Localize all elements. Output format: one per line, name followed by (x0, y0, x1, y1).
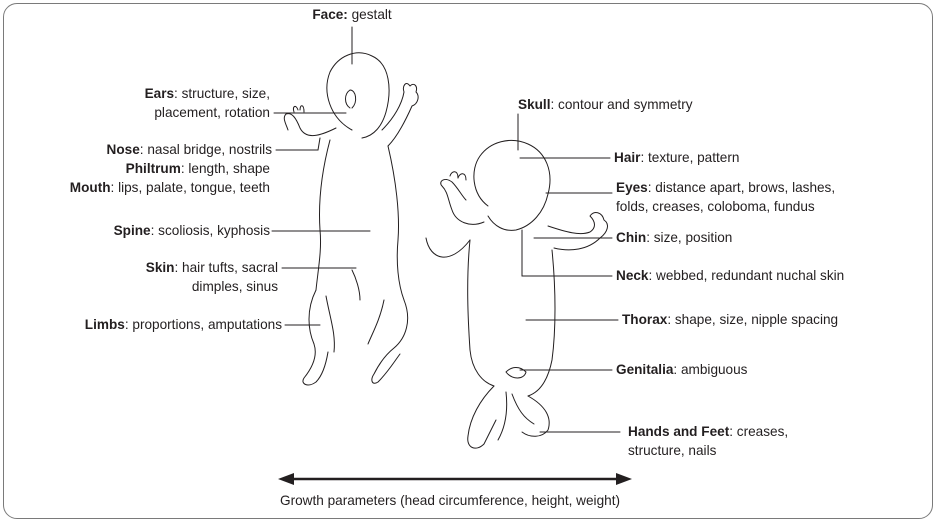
label-hands-and-feet: Hands and Feet: creases, structure, nail… (628, 423, 788, 460)
infant-back-view (284, 53, 418, 385)
label-skin: Skin: hair tufts, sacral dimples, sinus (80, 259, 278, 296)
infant-front-view (426, 140, 607, 448)
label-nose: Nose: nasal bridge, nostrils (30, 141, 272, 160)
label-thorax: Thorax: shape, size, nipple spacing (622, 311, 838, 330)
label-hair: Hair: texture, pattern (614, 149, 739, 168)
label-chin: Chin: size, position (616, 229, 732, 248)
label-face: Face: gestalt (300, 6, 404, 25)
growth-parameters-caption: Growth parameters (head circumference, h… (190, 492, 710, 511)
label-limbs: Limbs: proportions, amputations (20, 316, 282, 335)
leader-lines (272, 27, 620, 432)
label-genitalia: Genitalia: ambiguous (616, 361, 747, 380)
label-mouth: Mouth: lips, palate, tongue, teeth (0, 179, 270, 198)
label-ears: Ears: structure, size, placement, rotati… (60, 85, 270, 122)
label-neck: Neck: webbed, redundant nuchal skin (616, 267, 844, 286)
label-eyes: Eyes: distance apart, brows, lashes, fol… (616, 179, 835, 216)
growth-arrow (278, 473, 632, 485)
label-spine: Spine: scoliosis, kyphosis (60, 222, 270, 241)
label-skull: Skull: contour and symmetry (518, 96, 693, 115)
label-philtrum: Philtrum: length, shape (60, 160, 270, 179)
